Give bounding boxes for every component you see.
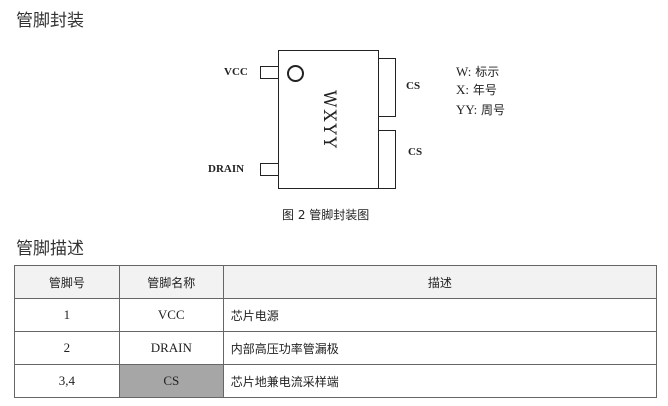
pin-number-cell: 3,4	[14, 364, 120, 398]
table-row: 1 VCC 芯片电源	[14, 298, 658, 332]
pin-name-cell: CS	[118, 364, 224, 398]
pin-name-cell: VCC	[118, 298, 224, 332]
pin-label-cs-bottom: CS	[408, 146, 423, 158]
legend-item: X: 年号	[456, 82, 497, 97]
figure-caption: 图 2 管脚封装图	[282, 208, 370, 222]
legend-item: YY: 周号	[456, 102, 506, 117]
chip-body: WXYY	[278, 50, 379, 189]
pin-desc-cell: 芯片地兼电流采样端	[222, 364, 658, 398]
table-header-row: 管脚号 管脚名称 描述	[14, 265, 658, 299]
pin-label-vcc: VCC	[224, 66, 248, 78]
pin-vcc	[260, 66, 279, 79]
pin1-marker-icon	[287, 65, 304, 82]
pin-cs-bottom	[379, 130, 396, 189]
column-header: 管脚号	[14, 265, 120, 299]
pin-desc-cell: 芯片电源	[222, 298, 658, 332]
pin-number-cell: 2	[14, 331, 120, 365]
pin-desc-cell: 内部高压功率管漏极	[222, 331, 658, 365]
pin-drain	[260, 163, 279, 176]
section-heading-description: 管脚描述	[16, 239, 84, 259]
column-header: 描述	[222, 265, 658, 299]
chip-marking: WXYY	[318, 89, 339, 150]
pin-label-drain: DRAIN	[208, 163, 245, 175]
pin-description-table: 管脚号 管脚名称 描述 1 VCC 芯片电源 2 DRAIN 内部高压功率管漏极…	[14, 265, 658, 398]
table-row: 2 DRAIN 内部高压功率管漏极	[14, 331, 658, 365]
pin-label-cs-top: CS	[406, 80, 421, 92]
pin-name-cell: DRAIN	[118, 331, 224, 365]
column-header: 管脚名称	[118, 265, 224, 299]
table-row: 3,4 CS 芯片地兼电流采样端	[14, 364, 658, 398]
section-heading-package: 管脚封装	[16, 11, 84, 31]
pin-number-cell: 1	[14, 298, 120, 332]
legend-item: W: 标示	[456, 64, 500, 79]
pin-cs-top	[379, 58, 396, 117]
